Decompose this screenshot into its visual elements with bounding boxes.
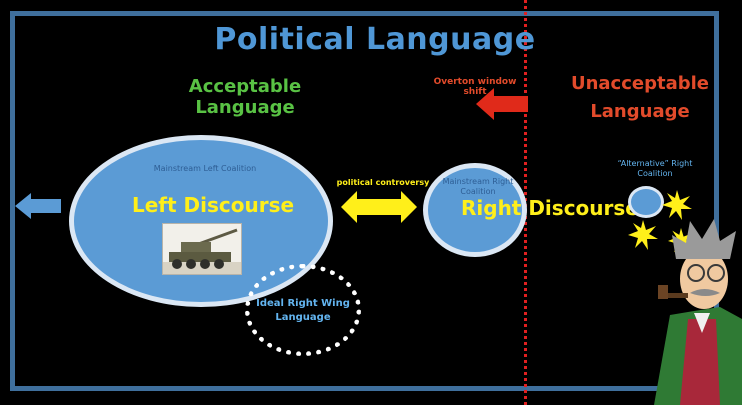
unacceptable-language-label: Unacceptable Language [570,73,710,122]
cartoon-man-image [654,219,742,405]
political-controversy-label: political controversy [336,178,430,187]
ideal-right-ellipse [245,264,361,356]
arrow-left-icon [15,193,61,219]
right-coalition-label: Mainstream Right Coalition [442,177,514,196]
acceptable-language-label: Acceptable Language [188,76,302,118]
overton-arrow-icon [476,88,528,120]
starburst-icon [628,220,658,250]
diagram-title: Political Language [214,22,536,57]
overton-shift-label: Overton window shift [433,77,517,97]
left-discourse-label: Left Discourse [132,193,295,217]
tank-image [162,223,242,275]
double-arrow-icon [341,191,417,223]
starburst-icon [662,190,692,220]
ideal-right-label: Ideal Right Wing Language [256,298,350,323]
left-coalition-label: Mainstream Left Coalition [153,164,257,173]
diagram-frame [10,11,719,391]
right-discourse-label: Right Discourse [461,196,639,220]
alt-right-ellipse [628,186,664,218]
right-coalition-ellipse [423,163,527,257]
alt-right-coalition-label: “Alternative” Right Coalition [617,159,693,178]
